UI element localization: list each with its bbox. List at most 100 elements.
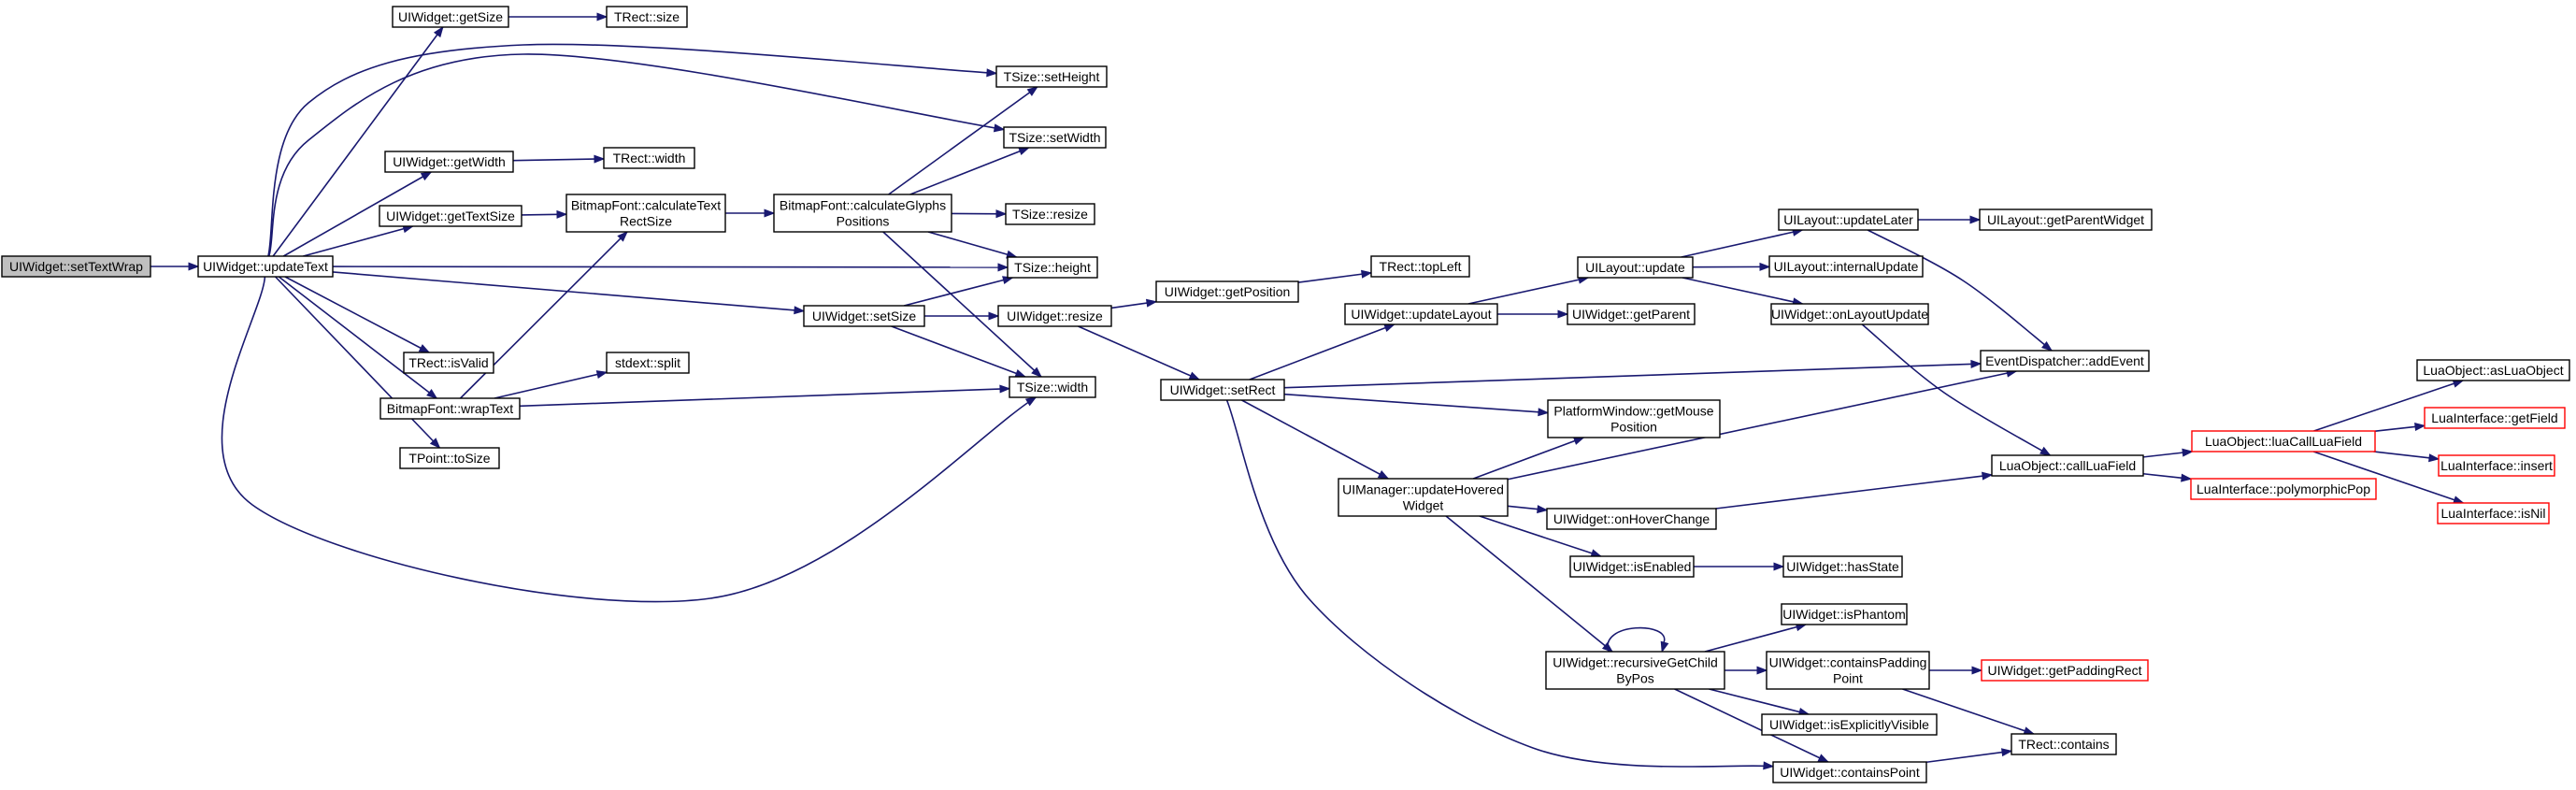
node-onLayoutUpdate[interactable]: UIWidget::onLayoutUpdate <box>1770 303 1929 325</box>
node-getParentWidget[interactable]: UILayout::getParentWidget <box>1979 208 2153 231</box>
call-edge-calcGlyphs-to-resize <box>951 209 1008 219</box>
node-label: UIWidget::isExplicitlyVisible <box>1769 717 1929 732</box>
node-getWidth[interactable]: UIWidget::getWidth <box>384 151 514 173</box>
node-isValid[interactable]: TRect::isValid <box>403 352 494 374</box>
node-setRect[interactable]: UIWidget::setRect <box>1160 379 1285 401</box>
call-edge-updateText-to-setHeight <box>267 43 998 257</box>
node-setTextWrap[interactable]: UIWidget::setTextWrap <box>1 255 151 278</box>
node-label: EventDispatcher::addEvent <box>1985 353 2144 368</box>
node-box <box>399 447 500 469</box>
node-polymorphicPop[interactable]: LuaInterface::polymorphicPop <box>2190 478 2377 500</box>
node-isEnabled[interactable]: UIWidget::isEnabled <box>1569 555 1695 578</box>
node-updateLayout[interactable]: UIWidget::updateLayout <box>1344 303 1498 325</box>
node-label: UIWidget::setRect <box>1170 382 1276 397</box>
node-rectSize[interactable]: TRect::size <box>606 6 688 28</box>
node-label: LuaInterface::polymorphicPop <box>2197 481 2370 496</box>
node-getPaddingRect[interactable]: UIWidget::getPaddingRect <box>1981 659 2149 682</box>
call-edge-luaCallLuaField-to-getField <box>2374 422 2426 432</box>
node-onHoverChange[interactable]: UIWidget::onHoverChange <box>1546 508 1717 530</box>
node-box <box>1003 126 1107 149</box>
node-box <box>1766 651 1930 690</box>
node-box <box>1005 203 1095 225</box>
node-getParent[interactable]: UIWidget::getParent <box>1567 303 1696 325</box>
node-getTextSize[interactable]: UIWidget::getTextSize <box>379 205 522 227</box>
node-split[interactable]: stdext::split <box>606 352 690 374</box>
node-topLeft[interactable]: TRect::topLeft <box>1370 255 1470 278</box>
node-wrapText[interactable]: BitmapFont::wrapText <box>379 397 521 420</box>
node-box <box>1979 208 2153 231</box>
node-height[interactable]: TSize::height <box>1007 256 1098 279</box>
call-edge-layoutUpdate-to-onLayoutUpdate <box>1682 277 1804 307</box>
node-updateLater[interactable]: UILayout::updateLater <box>1778 208 1919 231</box>
node-callLuaField[interactable]: LuaObject::callLuaField <box>1991 454 2144 477</box>
node-label: UIWidget::setSize <box>812 309 916 323</box>
node-toSize[interactable]: TPoint::toSize <box>399 447 500 469</box>
node-rectWidth[interactable]: TRect::width <box>603 147 695 169</box>
node-contains[interactable]: TRect::contains <box>2011 733 2117 755</box>
node-label: UIWidget::setTextWrap <box>9 259 143 274</box>
node-box <box>1567 303 1696 325</box>
node-addEvent[interactable]: EventDispatcher::addEvent <box>1980 350 2150 372</box>
node-insert[interactable]: LuaInterface::insert <box>2438 454 2555 477</box>
call-edge-updateText-to-width <box>221 276 1038 603</box>
node-isPhantom[interactable]: UIWidget::isPhantom <box>1781 603 1908 625</box>
node-isExplicitlyVisible[interactable]: UIWidget::isExplicitlyVisible <box>1761 713 1938 736</box>
node-label: UIWidget::getPosition <box>1165 284 1291 299</box>
node-getField[interactable]: LuaInterface::getField <box>2424 407 2566 429</box>
node-getSize[interactable]: UIWidget::getSize <box>392 6 509 28</box>
node-box <box>1546 508 1717 530</box>
node-getPosition[interactable]: UIWidget::getPosition <box>1155 280 1299 303</box>
node-setHeight[interactable]: TSize::setHeight <box>995 65 1108 88</box>
call-edge-getTextSize-to-calcTextRect <box>521 209 568 219</box>
call-edge-wrapText-to-width <box>519 384 1011 408</box>
node-label: LuaObject::asLuaObject <box>2423 363 2563 378</box>
node-layoutUpdate[interactable]: UILayout::update <box>1577 256 1694 279</box>
node-box <box>1781 603 1908 625</box>
node-width[interactable]: TSize::width <box>1009 376 1096 398</box>
call-edge-setSize-to-wresize <box>924 311 1000 321</box>
call-edge-calcGlyphs-to-setHeight <box>888 86 1038 195</box>
call-edge-setRect-to-containsPoint <box>1225 399 1775 770</box>
node-box <box>1768 255 1924 278</box>
call-edge-setRect-to-addEvent <box>1283 359 1982 389</box>
node-containsPoint[interactable]: UIWidget::containsPoint <box>1772 761 1927 783</box>
node-box <box>1009 376 1096 398</box>
node-setSize[interactable]: UIWidget::setSize <box>803 305 925 327</box>
call-edge-setRect-to-updateLayout <box>1249 323 1395 381</box>
node-label: Positions <box>837 214 890 229</box>
node-isNil[interactable]: LuaInterface::isNil <box>2437 502 2550 524</box>
node-box <box>1981 659 2149 682</box>
call-edge-recursiveGet-to-containsPoint <box>1674 688 1830 763</box>
node-box <box>1980 350 2150 372</box>
node-box <box>403 352 494 374</box>
node-internalUpdate[interactable]: UILayout::internalUpdate <box>1768 255 1924 278</box>
call-edge-updateText-to-getTextSize <box>303 224 415 257</box>
node-asLuaObject[interactable]: LuaObject::asLuaObject <box>2416 359 2570 381</box>
node-box <box>1155 280 1299 303</box>
node-label: PlatformWindow::getMouse <box>1553 404 1713 419</box>
node-layer: UIWidget::setTextWrap UIWidget::updateTex… <box>1 6 2570 783</box>
call-edge-wresize-to-getPosition <box>1110 298 1158 309</box>
node-luaCallLuaField[interactable]: LuaObject::luaCallLuaField <box>2191 430 2376 452</box>
node-label: Widget <box>1403 498 1444 513</box>
node-label: UIWidget::updateText <box>203 259 328 274</box>
node-resize[interactable]: TSize::resize <box>1005 203 1095 225</box>
call-edge-updateText-to-height <box>332 263 1009 272</box>
node-wresize[interactable]: UIWidget::resize <box>997 305 1112 327</box>
node-updateText[interactable]: UIWidget::updateText <box>197 255 334 278</box>
node-setWidth[interactable]: TSize::setWidth <box>1003 126 1107 149</box>
node-label: TRect::topLeft <box>1380 259 1462 274</box>
node-box <box>1778 208 1919 231</box>
node-box <box>379 397 521 420</box>
call-edge-setTextWrap-to-updateText <box>150 262 200 271</box>
call-edge-updateLayout-to-layoutUpdate <box>1467 275 1590 305</box>
node-hasState[interactable]: UIWidget::hasState <box>1782 555 1903 578</box>
edge-layer <box>150 12 2465 770</box>
node-box <box>1569 555 1695 578</box>
